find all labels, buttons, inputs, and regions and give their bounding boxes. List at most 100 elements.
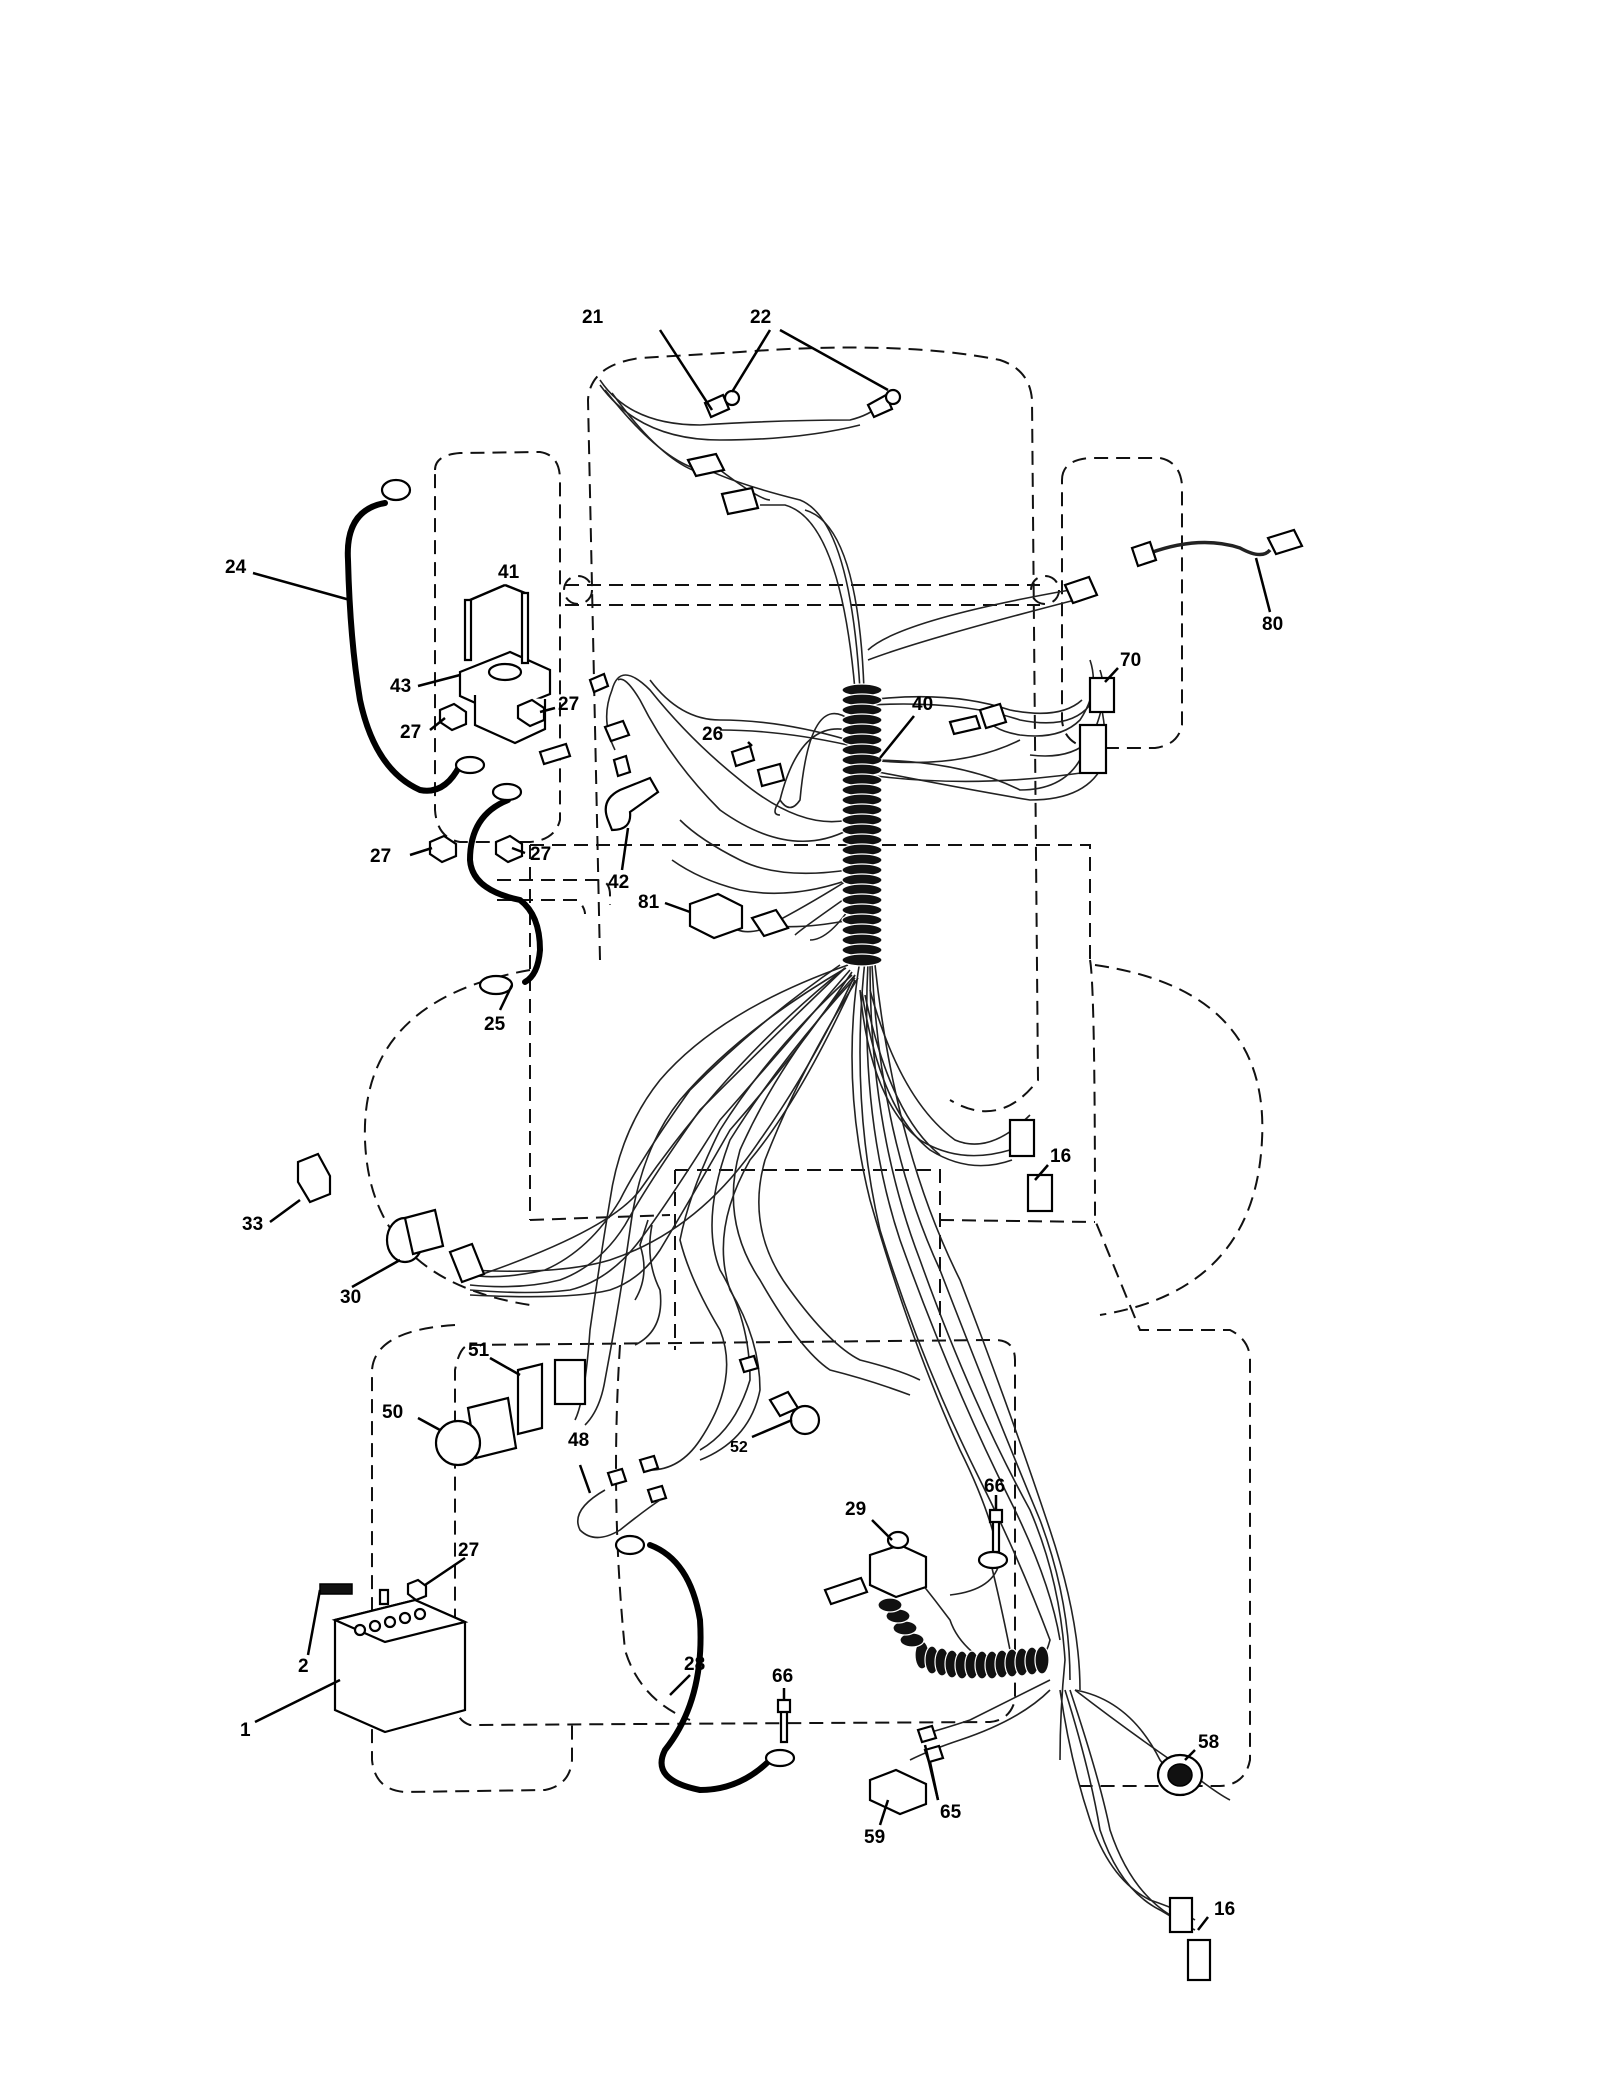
fuse-holder-26b [756,762,786,788]
solenoid-top [487,662,523,682]
nut-27d [494,834,524,864]
callout-28: 28 [684,1654,705,1675]
ring-66-lower [764,1748,796,1768]
connector-16-upper-b [1026,1173,1054,1213]
connector-16-upper-a [1008,1118,1036,1158]
connector-block-51 [553,1358,587,1406]
callout-27-lower-left: 27 [370,846,391,867]
callout-24: 24 [225,557,247,578]
relay-socket-81 [750,908,790,938]
lamp-bulb-right [884,388,902,406]
deck-front-outline [615,1344,691,1721]
callout-40: 40 [912,694,933,715]
bolt-41a [463,598,473,662]
connector-pin-right [948,714,982,736]
callout-29: 29 [845,1499,866,1520]
connector-top-right [1063,575,1099,605]
connector-48a [638,1454,660,1474]
connector-top-52 [738,1354,760,1374]
connector-48b [606,1467,628,1487]
battery-cap-2 [368,1619,382,1633]
switch-29-plunger [886,1530,910,1550]
callout-22: 22 [750,307,771,328]
callout-27-solenoid-right: 27 [558,694,579,715]
battery-cap-3 [383,1615,397,1629]
callout-27-lower-right: 27 [530,844,551,865]
ring-28-top [614,1534,646,1556]
switch-29 [868,1543,928,1599]
battery-cap-4 [398,1611,412,1625]
key-33 [296,1152,332,1204]
connector-16-lower-b [1186,1938,1212,1982]
terminal-ring-24 [380,478,412,502]
callout-81: 81 [638,892,660,913]
terminal-ring-b [491,782,523,802]
lamp-socket-left [703,393,731,419]
connector-70-b [1078,723,1108,775]
callout-59: 59 [864,1827,885,1848]
callout-16-upper: 16 [1050,1146,1071,1167]
components [296,388,1304,1982]
callout-41: 41 [498,562,520,583]
callout-1: 1 [240,1720,251,1741]
connector-70 [1088,676,1116,714]
connector-42-upper [588,672,610,694]
boot-42 [604,776,660,832]
callout-27-solenoid-left: 27 [400,722,421,743]
lower-coil-sleeve [877,1597,1050,1680]
battery-cap-5 [413,1607,427,1621]
callout-66-upper: 66 [984,1476,1005,1497]
cable-25 [466,797,544,985]
connector-80-right [1266,528,1304,556]
battery-terminal [378,1588,390,1606]
hood-connector-2 [720,486,760,516]
ring-66-upper [977,1550,1009,1570]
callout-70: 70 [1120,650,1141,671]
callout-27-battery: 27 [458,1540,479,1561]
leader-lines [252,328,1272,1931]
bolt-41b [520,591,530,665]
callout-52: 52 [730,1439,748,1456]
fender-outline [674,1169,941,1350]
callout-50: 50 [382,1402,403,1423]
hood-outline [586,346,1040,1113]
battery-bolt-2 [319,1583,353,1595]
connector-plug-right [978,702,1008,730]
front-left-wheel-outline [434,450,561,843]
tractor-outline [363,346,1264,1794]
rear-right-wheel-outline [1094,964,1264,1316]
callout-48: 48 [568,1430,589,1451]
callout-30: 30 [340,1287,361,1308]
axle-left-hub [563,575,593,605]
harness-coil-sleeve [841,683,883,967]
lamp-bulb-left [723,389,741,407]
ignition-switch-body [403,1208,445,1256]
callout-2: 2 [298,1656,309,1677]
wire-harness [469,379,1231,1931]
clip-65a [916,1724,938,1744]
callout-33: 33 [242,1214,263,1235]
alarm-58-face [1167,1763,1193,1787]
front-right-wheel-outline [1061,457,1183,749]
callout-58: 58 [1198,1732,1219,1753]
connector-16-lower-a [1168,1896,1194,1934]
callout-26: 26 [702,724,723,745]
bulb-52 [789,1404,821,1436]
front-axle-outline [565,584,1040,606]
callout-80: 80 [1262,614,1283,635]
connector-29 [823,1576,869,1606]
battery-cables [344,500,773,1794]
frame-outline [529,844,1251,1787]
ignition-plug [448,1242,486,1284]
callout-65: 65 [940,1802,962,1823]
battery-nut-27 [406,1578,428,1602]
callout-43: 43 [390,676,411,697]
connector-42-top [603,719,631,743]
nut-27c [428,834,458,864]
bolt-66-upper [988,1508,1004,1554]
fuse-holder-26a [730,744,756,768]
callout-51: 51 [468,1340,490,1361]
rear-left-tire-outline [371,1324,573,1794]
callout-42: 42 [608,872,629,893]
